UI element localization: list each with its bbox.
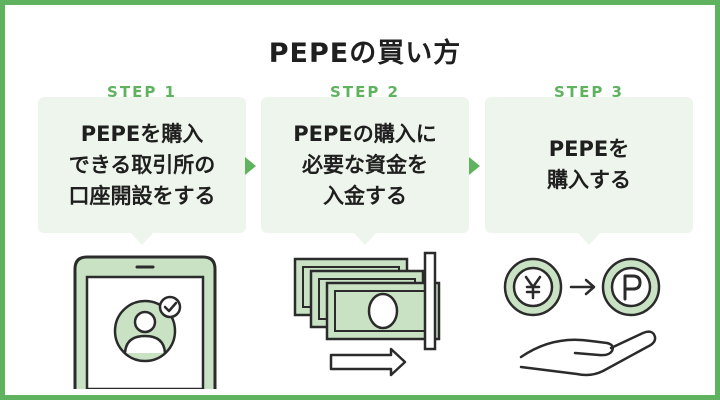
- step-2-card-tail: [354, 233, 376, 245]
- step-3-card-tail: [578, 233, 600, 245]
- banknotes-transfer-icon: [293, 251, 441, 377]
- step-3-card: PEPEを 購入する: [485, 97, 693, 233]
- step-1-label: STEP 1: [107, 83, 177, 101]
- page-title: PEPEの買い方: [268, 38, 462, 69]
- step-1-text: PEPEを購入 できる取引所の 口座開設をする: [68, 121, 216, 208]
- step-2-card: PEPEの購入に 必要な資金を 入金する: [261, 97, 469, 233]
- step-1-to-2-arrow-icon: [245, 157, 256, 175]
- step-1-card: PEPEを購入 できる取引所の 口座開設をする: [38, 97, 246, 233]
- step-2-to-3-arrow-icon: [469, 157, 480, 175]
- smartphone-user-verified-icon: [73, 255, 217, 389]
- step-2-text: PEPEの購入に 必要な資金を 入金する: [293, 121, 437, 208]
- step-3-label: STEP 3: [554, 83, 624, 101]
- step-3-text: PEPEを 購入する: [547, 137, 631, 192]
- step-1-card-tail: [131, 233, 153, 245]
- yen-to-coin-exchange-icon: [503, 257, 661, 377]
- step-2-label: STEP 2: [330, 83, 400, 101]
